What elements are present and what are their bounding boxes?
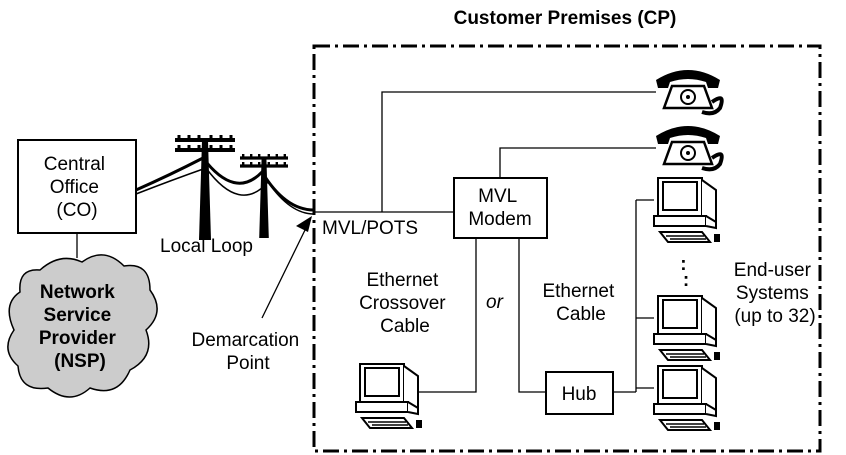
hub-box xyxy=(545,371,614,415)
crossover-cable-line xyxy=(414,238,477,393)
telephone-icon xyxy=(654,68,724,116)
telephone-icon xyxy=(654,124,724,172)
mvl-pots-label: MVL/POTS xyxy=(322,218,418,239)
ethernet-cable-line xyxy=(518,238,546,393)
phone-1-line xyxy=(381,91,656,212)
mvl-modem-box xyxy=(453,177,548,239)
end-user-systems-label: End-user Systems (up to 32) xyxy=(734,260,816,327)
utility-pole-1 xyxy=(173,133,237,242)
demarcation-label: Demarcation Point xyxy=(192,330,305,374)
local-loop-label: Local Loop xyxy=(160,236,253,257)
customer-premises-boundary xyxy=(312,44,822,453)
nsp-label: Network Service Provider (NSP) xyxy=(39,282,121,372)
ellipsis-dots: : : xyxy=(680,254,692,291)
computer-icon xyxy=(653,177,721,243)
or-label: or xyxy=(486,292,504,313)
demarcation-arrow xyxy=(261,227,307,319)
nsp-cloud xyxy=(7,254,158,398)
local-loop-wire xyxy=(135,156,315,212)
computer-icon xyxy=(653,295,721,361)
computer-icon xyxy=(653,365,721,431)
demarcation-arrowhead xyxy=(296,216,312,232)
crossover-cable-label: Ethernet Crossover Cable xyxy=(359,270,451,337)
customer-premises-title: Customer Premises (CP) xyxy=(454,8,677,29)
mvl-modem-label: MVL Modem xyxy=(468,186,531,230)
computer-icon xyxy=(355,363,423,429)
phone-2-line xyxy=(499,147,656,178)
hub-label: Hub xyxy=(562,384,597,405)
local-loop-wire-2 xyxy=(135,167,315,215)
ethernet-cable-label: Ethernet Cable xyxy=(542,281,619,325)
central-office-label: Central Office (CO) xyxy=(44,154,111,221)
